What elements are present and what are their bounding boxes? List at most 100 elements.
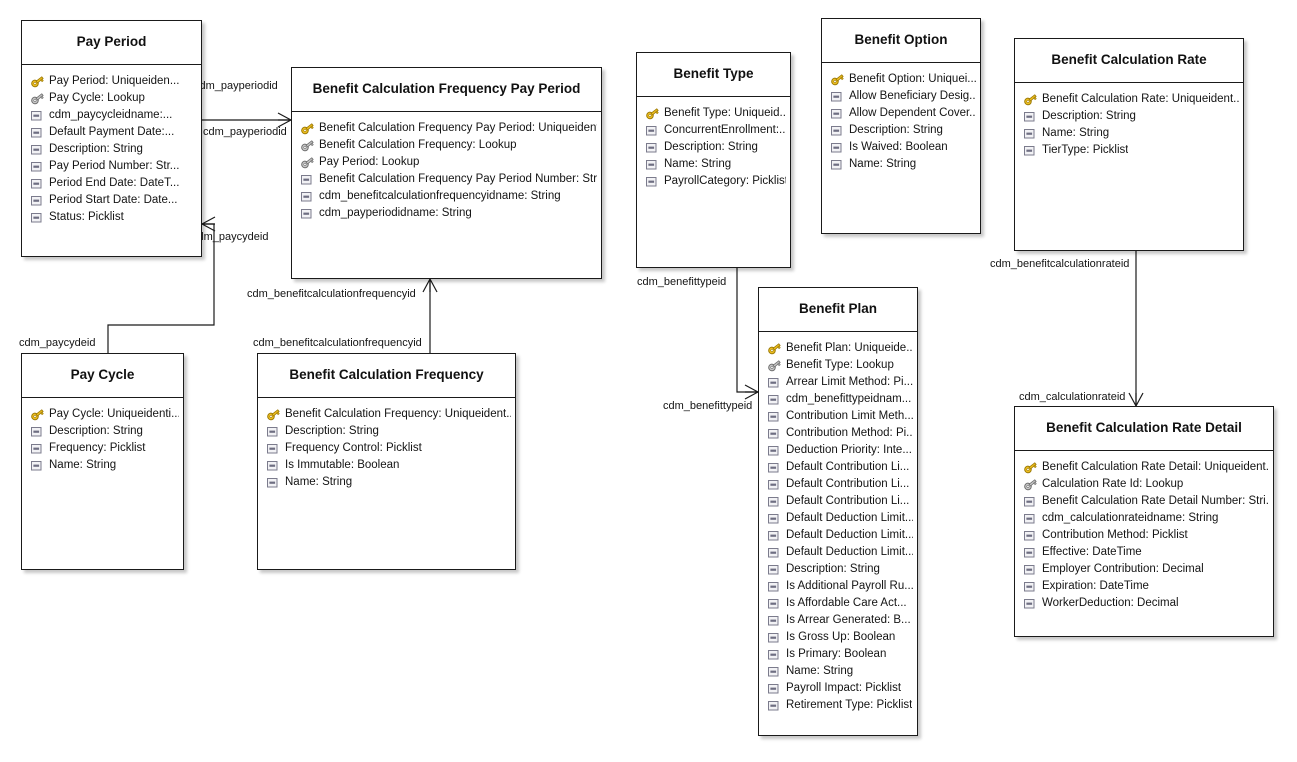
attribute-row[interactable]: Benefit Type: Lookup <box>759 357 917 374</box>
attribute-row[interactable]: cdm_benefitcalculationfrequencyidname: S… <box>292 188 601 205</box>
attribute-row[interactable]: Status: Picklist <box>22 209 201 226</box>
attribute-label: Default Contribution Li... <box>786 495 910 507</box>
attribute-row[interactable]: Default Deduction Limit... <box>759 510 917 527</box>
attribute-row[interactable]: Benefit Option: Uniquei... <box>822 71 980 88</box>
attribute-row[interactable]: Is Affordable Care Act... <box>759 595 917 612</box>
attribute-row[interactable]: Description: String <box>22 141 201 158</box>
attribute-row[interactable]: Pay Cycle: Uniqueidenti... <box>22 406 183 423</box>
attribute-row[interactable]: Is Additional Payroll Ru... <box>759 578 917 595</box>
attribute-row[interactable]: Allow Dependent Cover... <box>822 105 980 122</box>
attribute-row[interactable]: cdm_paycycleidname:... <box>22 107 201 124</box>
attribute-row[interactable]: Contribution Method: Picklist <box>1015 527 1273 544</box>
attribute-row[interactable]: Benefit Calculation Frequency: Uniqueide… <box>258 406 515 423</box>
column-icon <box>1023 529 1038 542</box>
attribute-row[interactable]: Name: String <box>1015 125 1243 142</box>
attribute-row[interactable]: Is Arrear Generated: B... <box>759 612 917 629</box>
column-icon <box>767 461 782 474</box>
entity-header-benefit-calculation-frequency: Benefit Calculation Frequency <box>258 354 515 398</box>
attribute-label: Is Waived: Boolean <box>849 141 948 153</box>
attribute-row[interactable]: Frequency Control: Picklist <box>258 440 515 457</box>
attribute-row[interactable]: Calculation Rate Id: Lookup <box>1015 476 1273 493</box>
attribute-row[interactable]: Benefit Type: Uniqueid... <box>637 105 790 122</box>
attribute-row[interactable]: Benefit Plan: Uniqueide... <box>759 340 917 357</box>
connector-bcfpp-bcf <box>422 278 438 353</box>
attribute-row[interactable]: Name: String <box>637 156 790 173</box>
entity-title: Pay Cycle <box>70 367 135 383</box>
attribute-row[interactable]: Benefit Calculation Frequency Pay Period… <box>292 120 601 137</box>
attribute-label: Is Primary: Boolean <box>786 648 887 660</box>
attribute-row[interactable]: Is Gross Up: Boolean <box>759 629 917 646</box>
attribute-row[interactable]: Period Start Date: Date... <box>22 192 201 209</box>
attribute-row[interactable]: cdm_payperiodidname: String <box>292 205 601 222</box>
attribute-row[interactable]: Is Primary: Boolean <box>759 646 917 663</box>
attribute-row[interactable]: Name: String <box>22 457 183 474</box>
attribute-row[interactable]: Benefit Calculation Frequency: Lookup <box>292 137 601 154</box>
attribute-row[interactable]: Default Deduction Limit... <box>759 527 917 544</box>
attribute-row[interactable]: Payroll Impact: Picklist <box>759 680 917 697</box>
column-icon <box>1023 127 1038 140</box>
attribute-row[interactable]: Description: String <box>759 561 917 578</box>
attribute-row[interactable]: Benefit Calculation Frequency Pay Period… <box>292 171 601 188</box>
attribute-label: Name: String <box>849 158 917 170</box>
attribute-label: Benefit Calculation Rate: Uniqueident... <box>1042 93 1239 105</box>
attribute-row[interactable]: Pay Period: Uniqueiden... <box>22 73 201 90</box>
attribute-row[interactable]: Default Contribution Li... <box>759 476 917 493</box>
attribute-label: ConcurrentEnrollment:... <box>664 124 786 136</box>
attribute-row[interactable]: Default Deduction Limit... <box>759 544 917 561</box>
attribute-row[interactable]: Description: String <box>22 423 183 440</box>
attribute-row[interactable]: Is Immutable: Boolean <box>258 457 515 474</box>
attribute-row[interactable]: Name: String <box>759 663 917 680</box>
attribute-row[interactable]: ConcurrentEnrollment:... <box>637 122 790 139</box>
attribute-row[interactable]: Description: String <box>258 423 515 440</box>
attribute-row[interactable]: Name: String <box>258 474 515 491</box>
attribute-row[interactable]: Pay Cycle: Lookup <box>22 90 201 107</box>
attribute-row[interactable]: Allow Beneficiary Desig... <box>822 88 980 105</box>
attribute-row[interactable]: Description: String <box>1015 108 1243 125</box>
attribute-row[interactable]: Effective: DateTime <box>1015 544 1273 561</box>
attribute-row[interactable]: Description: String <box>822 122 980 139</box>
entity-benefit-calculation-frequency-pay-period[interactable]: Benefit Calculation Frequency Pay Period… <box>291 67 602 279</box>
attribute-row[interactable]: Contribution Limit Meth... <box>759 408 917 425</box>
column-icon <box>645 141 660 154</box>
attribute-row[interactable]: Contribution Method: Pi... <box>759 425 917 442</box>
attribute-row[interactable]: Default Contribution Li... <box>759 493 917 510</box>
attribute-row[interactable]: TierType: Picklist <box>1015 142 1243 159</box>
attribute-row[interactable]: PayrollCategory: Picklist <box>637 173 790 190</box>
attribute-row[interactable]: Description: String <box>637 139 790 156</box>
entity-header-benefit-calculation-frequency-pay-period: Benefit Calculation Frequency Pay Period <box>292 68 601 112</box>
attribute-label: Description: String <box>786 563 880 575</box>
attribute-row[interactable]: Employer Contribution: Decimal <box>1015 561 1273 578</box>
attribute-row[interactable]: Default Contribution Li... <box>759 459 917 476</box>
attribute-row[interactable]: Is Waived: Boolean <box>822 139 980 156</box>
entity-title: Benefit Calculation Frequency <box>289 367 484 383</box>
edge-label-payperiodid-source: cdm_payperiodid <box>194 80 278 92</box>
attribute-row[interactable]: Retirement Type: Picklist <box>759 697 917 714</box>
attribute-row[interactable]: Benefit Calculation Rate Detail: Uniquei… <box>1015 459 1273 476</box>
attribute-row[interactable]: Default Payment Date:... <box>22 124 201 141</box>
attribute-label: Pay Cycle: Lookup <box>49 92 145 104</box>
primary-key-icon <box>30 75 45 88</box>
attribute-row[interactable]: cdm_benefittypeidnam... <box>759 391 917 408</box>
attribute-row[interactable]: Benefit Calculation Rate: Uniqueident... <box>1015 91 1243 108</box>
attribute-row[interactable]: Pay Period: Lookup <box>292 154 601 171</box>
attribute-label: Benefit Plan: Uniqueide... <box>786 342 913 354</box>
attribute-row[interactable]: Period End Date: DateT... <box>22 175 201 192</box>
attribute-row[interactable]: Benefit Calculation Rate Detail Number: … <box>1015 493 1273 510</box>
attribute-row[interactable]: Deduction Priority: Inte... <box>759 442 917 459</box>
attribute-row[interactable]: Name: String <box>822 156 980 173</box>
attribute-row[interactable]: Expiration: DateTime <box>1015 578 1273 595</box>
attribute-row[interactable]: Arrear Limit Method: Pi... <box>759 374 917 391</box>
attribute-row[interactable]: cdm_calculationrateidname: String <box>1015 510 1273 527</box>
attribute-row[interactable]: Pay Period Number: Str... <box>22 158 201 175</box>
attribute-row[interactable]: WorkerDeduction: Decimal <box>1015 595 1273 612</box>
attribute-row[interactable]: Frequency: Picklist <box>22 440 183 457</box>
